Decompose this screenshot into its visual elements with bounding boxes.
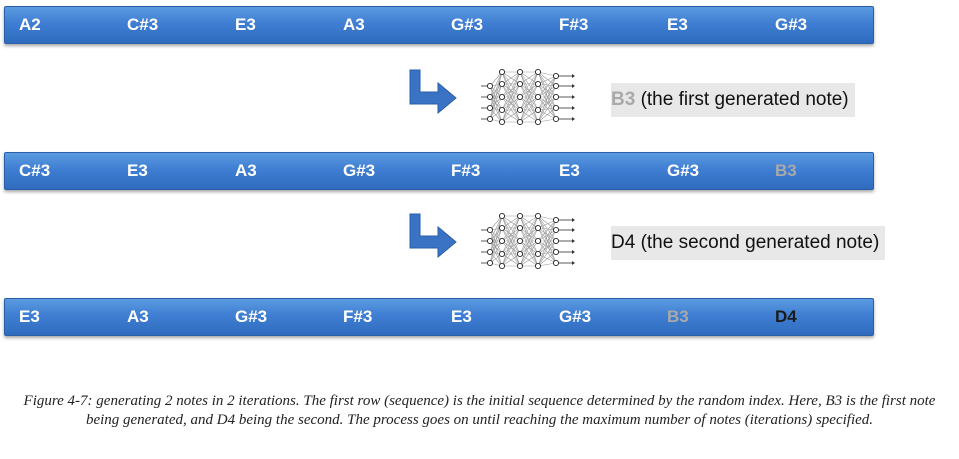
note-r3-7: B3 — [667, 307, 689, 326]
note-r3-6: G#3 — [559, 307, 592, 326]
generated-note-desc-2: (the second generated note) — [635, 232, 880, 253]
note-r3-5: E3 — [451, 307, 472, 326]
generated-note-name-2: D4 — [611, 232, 636, 253]
figure-caption: Figure 4-7: generating 2 notes in 2 iter… — [23, 393, 936, 428]
note-r3-3: G#3 — [235, 307, 268, 326]
note-r2-3: A3 — [235, 161, 257, 180]
note-r3-4: F#3 — [343, 307, 373, 326]
note-r3-1: E3 — [19, 307, 40, 326]
note-r2-2: E3 — [127, 161, 148, 180]
note-r1-2: C#3 — [127, 15, 159, 34]
note-r1-6: F#3 — [559, 15, 589, 34]
sequence-row-1: A2 C#3 E3 A3 G#3 F#3 E3 G#3 — [4, 6, 874, 44]
note-r1-4: A3 — [343, 15, 365, 34]
note-r2-1: C#3 — [19, 161, 51, 180]
generated-note-label-1: B3 (the first generated note) — [611, 83, 855, 117]
note-r2-4: G#3 — [343, 161, 376, 180]
note-r2-8: B3 — [775, 161, 797, 180]
note-r2-7: G#3 — [667, 161, 700, 180]
note-r1-5: G#3 — [451, 15, 484, 34]
neural-network-icon — [481, 212, 575, 270]
note-r1-8: G#3 — [775, 15, 808, 34]
sequence-row-2: C#3 E3 A3 G#3 F#3 E3 G#3 B3 — [4, 152, 874, 190]
generated-note-label-2: D4 (the second generated note) — [611, 226, 886, 260]
generated-note-name-1: B3 — [611, 89, 636, 110]
note-r1-3: E3 — [235, 15, 256, 34]
note-r2-5: F#3 — [451, 161, 481, 180]
note-r3-8: D4 — [775, 307, 797, 326]
note-r2-6: E3 — [559, 161, 580, 180]
down-right-arrow-icon — [409, 69, 457, 114]
sequence-row-3: E3 A3 G#3 F#3 E3 G#3 B3 D4 — [4, 298, 874, 336]
note-r1-7: E3 — [667, 15, 688, 34]
generated-note-desc-1: (the first generated note) — [635, 89, 849, 110]
note-r1-1: A2 — [19, 15, 41, 34]
down-right-arrow-icon — [409, 213, 457, 258]
note-r3-2: A3 — [127, 307, 149, 326]
neural-network-icon — [481, 68, 575, 126]
